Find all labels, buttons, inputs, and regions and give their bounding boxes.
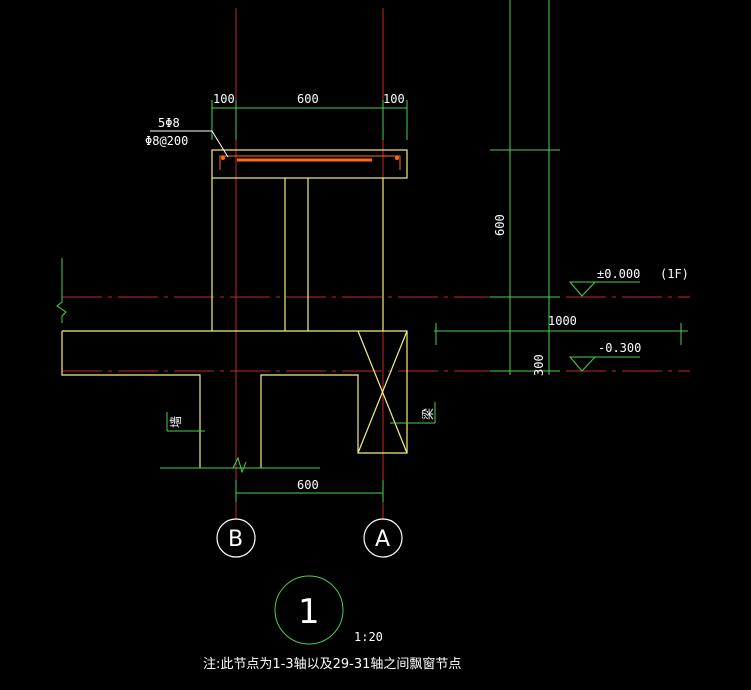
rebar — [219, 155, 401, 170]
right-beam-mark: 梁 — [420, 408, 435, 420]
rebar-dot-left — [221, 156, 225, 160]
rebar-dot-right — [395, 156, 399, 160]
top-dim-left: 100 — [213, 92, 235, 106]
axis-lines — [62, 8, 690, 520]
vertical-dim-lower: 300 — [532, 354, 546, 376]
axis-label-a: A — [375, 527, 390, 552]
left-wall-mark: 墙 — [169, 416, 183, 428]
elevation-top-label: ±0.000 — [597, 267, 640, 281]
elevation-marker-top — [568, 281, 597, 297]
elevation-marker-bottom — [568, 356, 597, 372]
vertical-dim-upper: 600 — [493, 214, 507, 236]
top-dim-middle: 600 — [297, 92, 319, 106]
structure-outline — [61, 149, 408, 468]
axis-bubble-a — [363, 518, 403, 558]
rebar-stirrup-label: Φ8@200 — [145, 134, 188, 148]
rebar-main-label: 5Φ8 — [158, 116, 180, 130]
beam-cross-2 — [357, 330, 408, 454]
slab-bottom-left — [61, 331, 201, 468]
top-dim-right: 100 — [383, 92, 405, 106]
detail-scale: 1:20 — [354, 630, 383, 644]
axis-bubbles — [216, 518, 403, 558]
detail-number: 1 — [298, 592, 320, 632]
stirrup-outline — [219, 155, 401, 170]
horizontal-dim-right-label: 1000 — [548, 314, 577, 328]
detail-circle — [274, 575, 344, 645]
window-sill-beam — [211, 149, 408, 179]
axis-bubble-b — [216, 518, 256, 558]
bottom-dim-label: 600 — [297, 478, 319, 492]
elevation-bottom-label: -0.300 — [598, 341, 641, 355]
dimension-lines — [56, 0, 688, 645]
break-line-bottom — [232, 456, 247, 474]
axis-label-b: B — [228, 527, 243, 552]
break-line-left — [56, 258, 67, 323]
rebar-leader — [150, 130, 229, 158]
floor-slab — [62, 330, 408, 468]
elevation-floor-tag: (1F) — [660, 267, 689, 281]
rebar-leader-line — [150, 130, 229, 158]
footnote: 注:此节点为1-3轴以及29-31轴之间飘窗节点 — [203, 656, 461, 672]
